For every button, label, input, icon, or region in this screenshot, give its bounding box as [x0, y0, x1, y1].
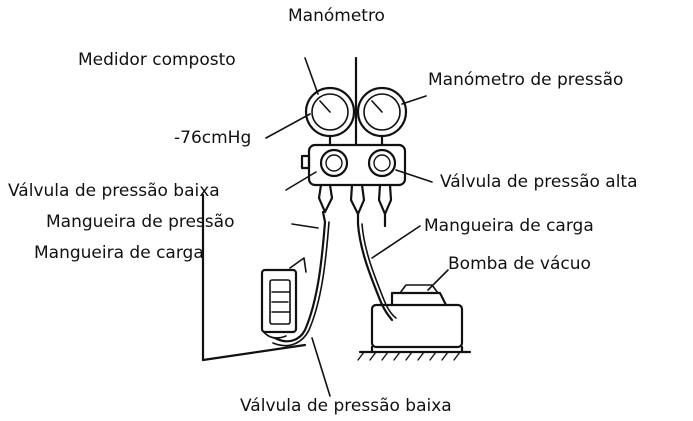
leader-valvula-baixa-bottom: [311, 337, 331, 397]
service-valve-unit: [260, 257, 307, 339]
label-valvula-alta: Válvula de pressão alta: [440, 172, 638, 192]
vacuum-pump-icon: [357, 284, 472, 361]
label-mangueira-pressao: Mangueira de pressão: [46, 212, 235, 232]
label-valvula-baixa-bottom: Válvula de pressão baixa: [240, 396, 452, 416]
pressure-hose-inner: [272, 221, 330, 347]
manifold-body: [300, 143, 407, 187]
hose-fittings: [317, 183, 393, 226]
label-vacuo: -76cmHg: [174, 128, 252, 148]
charge-hose-inner: [361, 223, 397, 319]
leader-mangueira-carga-right: [371, 225, 421, 259]
leader-valvula-baixa: [285, 171, 317, 191]
label-medidor-composto: Medidor composto: [78, 50, 236, 70]
compound-gauge-icon: [304, 86, 356, 147]
bottom-pipe: [201, 343, 307, 362]
label-mangueira-carga-right: Mangueira de carga: [424, 216, 594, 236]
label-valvula-baixa-top: Válvula de pressão baixa: [8, 181, 220, 201]
leader-valvula-alta: [395, 169, 433, 183]
leader-bomba: [427, 269, 449, 291]
charge-hose: [356, 222, 394, 322]
label-manometro-pressao: Manómetro de pressão: [428, 70, 624, 90]
pressure-hose: [273, 220, 327, 343]
leader-medidor: [304, 57, 319, 95]
leader-manometro-pressao: [401, 95, 427, 105]
label-manometro: Manómetro: [288, 6, 385, 26]
label-mangueira-carga-left: Mangueira de carga: [34, 243, 204, 263]
leader-vacuo: [265, 113, 311, 139]
pressure-gauge-icon: [356, 86, 408, 147]
label-bomba-vacuo: Bomba de vácuo: [448, 254, 591, 274]
leader-mangueira-pressao: [291, 223, 319, 229]
